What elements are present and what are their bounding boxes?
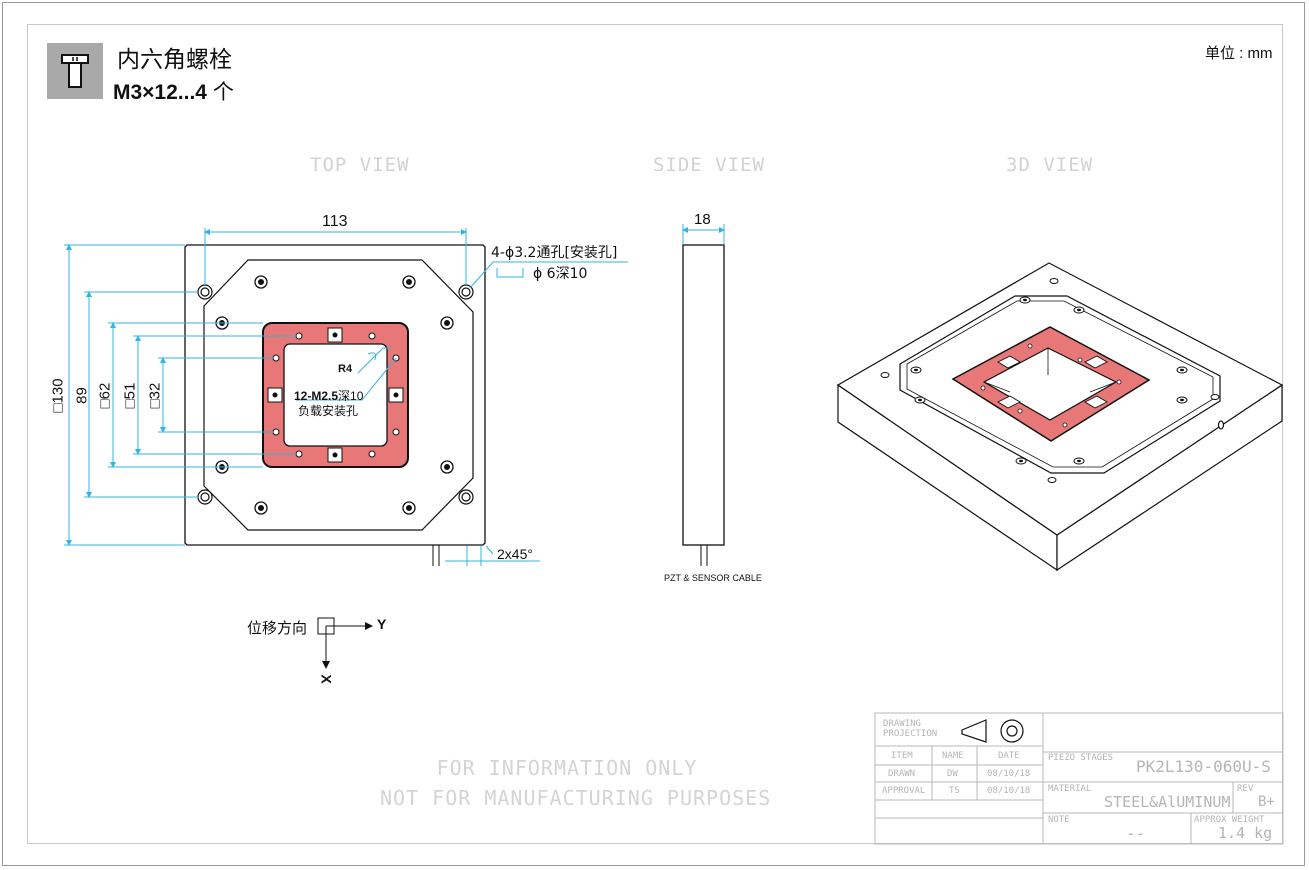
load-holes-depth: 深10 (338, 389, 364, 403)
bolt-qty: 个 (206, 81, 234, 104)
tb-date: DATE (998, 751, 1020, 761)
bolt-title: 内六角螺栓 (117, 47, 232, 73)
dim-62: □62 (96, 382, 114, 409)
projection-symbol-icon (961, 719, 1024, 743)
dim-radius: R4 (338, 363, 353, 375)
tb-rev-label: REV (1237, 784, 1254, 794)
axis-y-label: Y (377, 616, 387, 632)
axis-x-label: X (318, 674, 335, 684)
load-holes-size: 12-M2.5 (294, 389, 339, 403)
mount-holes-label: 4-ϕ3.2通孔[安装孔] (491, 245, 618, 261)
dim-130: □130 (49, 378, 67, 413)
tb-name: NAME (942, 751, 964, 761)
tb-note-label: NOTE (1048, 815, 1070, 825)
tb-piezo-value: PK2L130-060U-S (1136, 757, 1271, 776)
3d-view (836, 262, 1284, 572)
unit-label: 单位 : mm (1205, 45, 1273, 62)
dim-51: □51 (121, 382, 139, 409)
tb-material-label: MATERIAL (1048, 784, 1092, 794)
tb-drawn-date: 08/10/18 (987, 769, 1031, 779)
tb-drawn-name: DW (947, 769, 958, 779)
tb-material-value: STEEL&AlUMINUM (1104, 793, 1231, 811)
load-holes-label: 负载安装孔 (298, 404, 359, 418)
tb-approval-name: TS (949, 786, 960, 796)
disclaimer-line-1: FOR INFORMATION ONLY (436, 756, 698, 780)
side-thickness-label: 18 (694, 211, 711, 228)
dim-width: 113 (322, 213, 348, 230)
dim-32: □32 (146, 382, 164, 409)
axes-label: 位移方向 (247, 619, 308, 637)
top-view-dimensions (64, 228, 628, 566)
hex-bolt-icon (47, 43, 103, 99)
chamfer-label: 2x45° (497, 546, 533, 562)
bolt-spec-text: M3×12...4 (113, 81, 207, 104)
disclaimer-line-2: NOT FOR MANUFACTURING PURPOSES (380, 786, 772, 810)
drawing-border (27, 24, 1283, 844)
tb-note-value: -- (1126, 824, 1146, 843)
load-holes-spec: 12-M2.5深10 (294, 387, 363, 404)
side-view-dimensions (682, 224, 725, 244)
title-block (874, 712, 1284, 845)
tb-approval-date: 08/10/18 (987, 786, 1031, 796)
tb-drawn: DRAWN (888, 769, 916, 779)
tb-drawing-projection: DRAWING PROJECTION (883, 719, 938, 739)
direction-axes (317, 617, 373, 669)
3d-view-title: 3D VIEW (1006, 154, 1094, 176)
side-view (682, 244, 725, 566)
tb-weight-value: 1.4 kg (1218, 824, 1273, 842)
top-view-title: TOP VIEW (310, 154, 410, 176)
tb-weight-label: APPROX WEIGHT (1194, 815, 1265, 825)
tb-rev-value: B+ (1258, 794, 1275, 810)
tb-item: ITEM (891, 751, 913, 761)
bolt-spec: M3×12...4 个 (113, 76, 234, 106)
cable-label: PZT & SENSOR CABLE (664, 573, 762, 583)
side-view-title: SIDE VIEW (653, 154, 765, 176)
tb-piezo-label: PIEZO STAGES (1048, 753, 1114, 763)
top-view (184, 244, 486, 566)
mount-counterbore-label: ϕ 6深10 (533, 266, 588, 282)
dim-89: 89 (73, 387, 91, 404)
tb-approval: APPROVAL (882, 786, 926, 796)
